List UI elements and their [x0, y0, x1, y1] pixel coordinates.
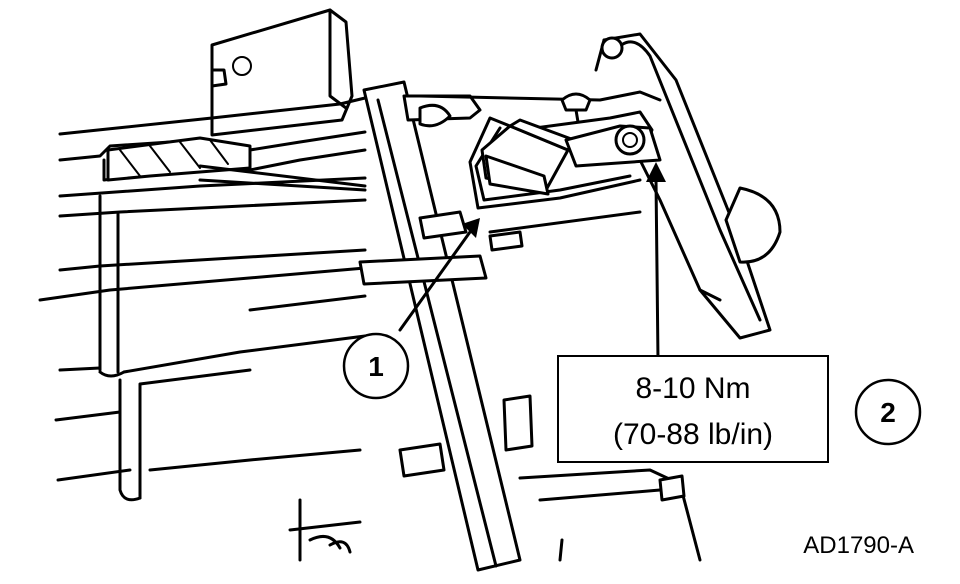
callout-2-label: 2 — [880, 397, 896, 428]
torque-spec-metric: 8-10 Nm — [635, 372, 750, 405]
callout-1-circle — [342, 332, 410, 400]
sensor-assembly — [468, 92, 662, 210]
callout-1-label: 1 — [368, 351, 384, 382]
arrow-head-2 — [646, 162, 666, 182]
callout-arrows — [398, 162, 666, 362]
torque-spec: 8-10 Nm (70-88 lb/in) — [557, 355, 829, 463]
transmission-case — [38, 8, 782, 572]
callout-1: 1 — [342, 332, 410, 400]
figure-reference: AD1790-A — [803, 532, 914, 559]
callout-2: 2 — [854, 378, 922, 446]
torque-spec-imperial: (70-88 lb/in) — [613, 418, 773, 451]
callout-2-circle — [854, 378, 922, 446]
arrow-head-1 — [462, 218, 480, 238]
torque-spec-box — [557, 355, 829, 463]
